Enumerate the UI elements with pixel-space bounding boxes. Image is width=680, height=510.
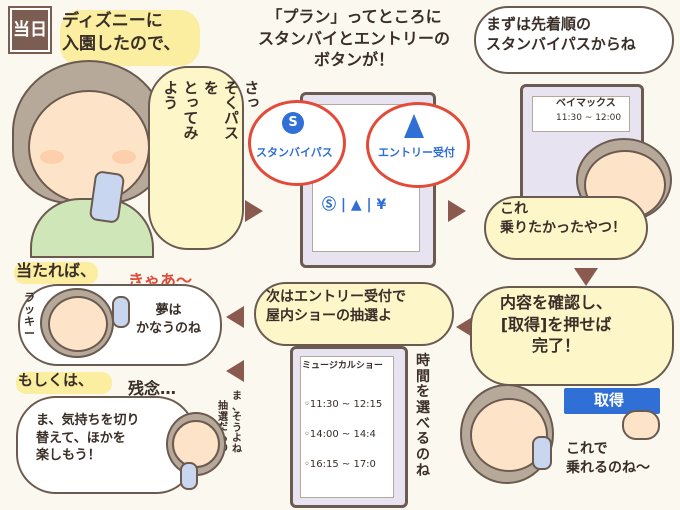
phone-icon (112, 296, 130, 328)
panel1-caption-highlight (60, 10, 200, 66)
arrow-down-icon (574, 268, 598, 286)
panel6-lucky: ラ ッ キ ー (24, 291, 35, 341)
panel6-caption: 当たれば、 (16, 261, 97, 280)
panel5-caption-bubble (254, 282, 454, 346)
panel1-speech: さっ そくパス を とってみ よう (161, 80, 261, 140)
panel6-speech: 夢は かなうのね (136, 303, 202, 336)
get-button[interactable] (564, 388, 660, 414)
pointing-hand-icon (622, 410, 660, 440)
arrow-left-icon (226, 360, 244, 382)
arrow-left-icon (456, 316, 474, 338)
entry-label: エントリー受付 (378, 146, 455, 159)
get-button-label: 取得 (594, 391, 625, 409)
arrow-right-icon (245, 200, 263, 222)
time-option-3[interactable]: ◦16:15 ~ 17:0 (304, 459, 376, 470)
ride-card (532, 96, 630, 132)
standby-icon: S (282, 112, 304, 134)
panel6-caption-highlight (14, 262, 98, 284)
time-option-1[interactable]: ◦11:30 ~ 12:15 (304, 399, 383, 410)
panel3-caption: まずは先着順の スタンバイパスからね (486, 15, 636, 54)
panel5-side-text: 時 間 を 選 べ る の ね (416, 353, 430, 479)
panel4-caption: 内容を確認し、 [取得]を押せば 完了！ (500, 293, 613, 356)
show-name: ミュージカルショー (302, 361, 383, 371)
panel4-speech: これで 乗れるのね〜 (566, 441, 650, 476)
panel7-bubble (16, 396, 196, 494)
arrow-right-icon (448, 200, 466, 222)
panel7-exclaim: 残念… (128, 379, 177, 398)
phone-icon (532, 436, 552, 470)
panel3-speech-bubble (484, 196, 648, 260)
phone-icon (180, 462, 198, 490)
time-option-2[interactable]: ◦14:00 ~ 14:4 (304, 429, 376, 440)
girl-face (172, 420, 220, 468)
day-tag: 当日 (8, 6, 52, 54)
standby-bubble (248, 100, 346, 186)
arrow-left-icon (226, 306, 244, 328)
panel4-caption-bubble (470, 286, 674, 386)
ride-time: 11:30 ~ 12:00 (556, 113, 622, 123)
girl-face (28, 90, 150, 204)
panel3-caption-bubble (474, 6, 674, 74)
entry-icon (404, 114, 424, 138)
panel7-speech: ま、気持ちを切り 替えて、ほかを 楽しもう！ (36, 413, 140, 464)
panel7-caption: もしくは、 (18, 371, 94, 389)
panel5-caption: 次はエントリー受付で 屋内ショーの抽選よ (266, 289, 406, 324)
standby-label: スタンバイパス (256, 146, 333, 159)
screen-inner (300, 356, 394, 498)
panel7-caption-highlight (16, 372, 112, 394)
panel1-speech-bubble (148, 66, 244, 250)
panel3-speech: これ 乗りたかったやつ！ (500, 201, 626, 236)
tab-icons: Ⓢ | ▲ | ¥ (322, 197, 387, 213)
panel7-aside: ま 、 そ う よ ね (232, 391, 242, 455)
panel1-caption: ディズニーに 入園したので、 (62, 11, 181, 54)
panel2-caption: 「プラン」ってところに スタンバイとエントリーの ボタンが！ (258, 7, 451, 70)
girl-face (48, 296, 108, 352)
ride-name: ベイマックス (556, 98, 616, 109)
